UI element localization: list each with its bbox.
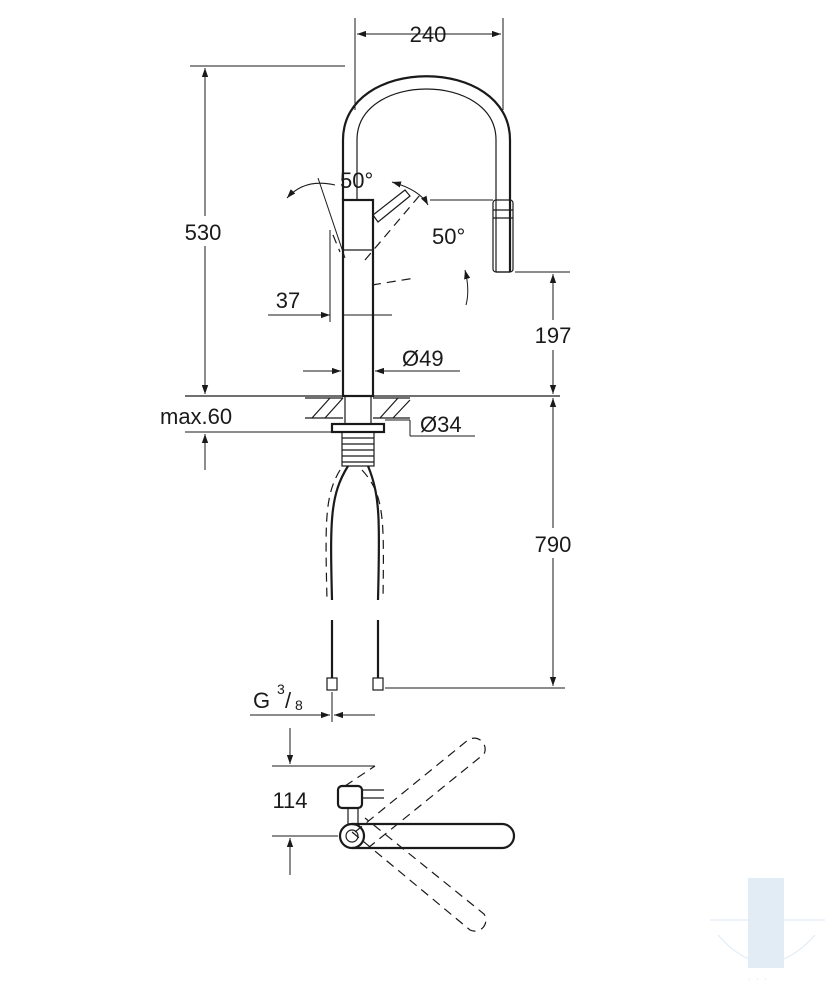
dim-37-label: 37: [276, 288, 300, 313]
dimension-240: 240: [354, 18, 504, 110]
dimension-d34: Ø34: [385, 412, 475, 437]
dimension-530: 530: [178, 65, 345, 394]
thread-label-den: 8: [295, 697, 303, 713]
dimension-angles: 50° 50°: [286, 168, 493, 306]
faucet-body: [341, 198, 375, 398]
spray-head: [492, 199, 514, 273]
dimension-114: 114: [272, 728, 375, 875]
threaded-shank: [341, 431, 375, 467]
dim-790-label: 790: [535, 532, 572, 557]
faucet-side-view: [185, 75, 560, 691]
supply-hoses: [325, 465, 384, 691]
watermark-logo: ᐧ ᐧ ᐧ: [710, 878, 825, 984]
dim-d49-label: Ø49: [402, 346, 444, 371]
dimension-thread: G 3 / 8: [250, 681, 375, 722]
faucet-top-view: [336, 737, 516, 932]
dim-240-label: 240: [410, 22, 447, 47]
dim-530-label: 530: [185, 220, 222, 245]
lever-handle: [372, 189, 411, 223]
thread-label-num: 3: [277, 681, 285, 697]
dim-d34-label: Ø34: [420, 412, 462, 437]
dim-max60-label: max.60: [160, 404, 232, 429]
dimension-max60: max.60: [160, 380, 332, 470]
svg-text:/: /: [285, 688, 292, 713]
dimension-d49: Ø49: [303, 346, 460, 375]
angle-right-label: 50°: [432, 224, 465, 249]
dim-114-label: 114: [272, 788, 307, 813]
spout-arc: [341, 75, 512, 272]
countertop-hatch: [305, 397, 411, 419]
spout-arc-inner: [356, 88, 497, 272]
dimension-197: 197: [515, 271, 580, 394]
svg-text:ᐧ ᐧ ᐧ: ᐧ ᐧ ᐧ: [748, 975, 769, 984]
dimension-790: 790: [385, 398, 580, 689]
dim-197-label: 197: [535, 323, 572, 348]
angle-left-label: 50°: [340, 168, 373, 193]
thread-label-main: G: [253, 688, 270, 713]
dimension-37: 37: [268, 230, 392, 322]
